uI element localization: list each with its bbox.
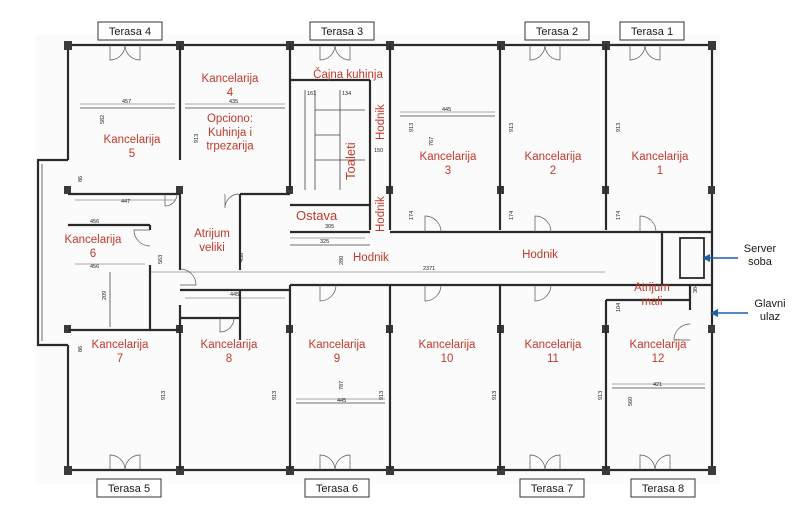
room-cajna-kuhinja: Čajna kuhinja xyxy=(313,68,383,81)
terrace-8-label: Terasa 8 xyxy=(642,483,684,495)
dim-456b: 456 xyxy=(90,264,99,270)
dim-913a: 913 xyxy=(194,134,200,143)
dim-913f: 913 xyxy=(272,391,278,400)
room-hodnik-small: Hodnik xyxy=(353,252,389,264)
terrace-3-label: Terasa 3 xyxy=(321,26,363,38)
room-hodnik-main: Hodnik xyxy=(522,249,558,261)
dim-2371: 2371 xyxy=(423,266,435,272)
room-hodnik-mid: Hodnik xyxy=(375,196,387,232)
dim-445c: 445 xyxy=(337,398,346,404)
dim-104: 104 xyxy=(616,303,622,312)
dim-280: 280 xyxy=(339,256,345,265)
dim-161: 161 xyxy=(307,91,316,97)
dim-913c: 913 xyxy=(509,123,515,132)
dim-134: 134 xyxy=(342,91,351,97)
dim-150: 150 xyxy=(374,148,383,154)
dim-445b: 445 xyxy=(230,292,239,298)
dim-325: 325 xyxy=(320,239,329,245)
dimension-labels: 457 435 445 161 134 150 447 456 456 325 … xyxy=(78,91,699,406)
dim-913e: 913 xyxy=(161,391,167,400)
room-toaleti: Toaleti xyxy=(343,142,358,180)
dim-447: 447 xyxy=(121,199,130,205)
terrace-labels: Terasa 1 Terasa 2 Terasa 3 Terasa 4 Tera… xyxy=(96,21,696,498)
dim-913g: 913 xyxy=(379,391,385,400)
dim-457: 457 xyxy=(122,99,131,105)
dim-450: 450 xyxy=(239,253,245,262)
dim-560: 560 xyxy=(628,397,634,406)
room-ostava: Ostava xyxy=(296,208,338,223)
dim-86a: 86 xyxy=(78,176,84,182)
dim-174c: 174 xyxy=(616,211,622,220)
dim-913h: 913 xyxy=(492,391,498,400)
dim-913i: 913 xyxy=(598,391,604,400)
dim-787: 787 xyxy=(339,381,345,390)
dim-582: 582 xyxy=(100,115,106,124)
dim-913b: 913 xyxy=(409,123,415,132)
terrace-4-label: Terasa 4 xyxy=(109,26,151,38)
dim-174b: 174 xyxy=(509,211,515,220)
dim-209: 209 xyxy=(102,291,108,300)
dim-913d: 913 xyxy=(616,123,622,132)
dim-421: 421 xyxy=(653,382,662,388)
terrace-6-label: Terasa 6 xyxy=(316,483,358,495)
terrace-7-label: Terasa 7 xyxy=(531,483,573,495)
interior-walls xyxy=(68,45,712,470)
dim-767: 767 xyxy=(429,137,435,146)
terrace-2-label: Terasa 2 xyxy=(536,26,578,38)
dim-384: 384 xyxy=(693,284,699,293)
terrace-5-label: Terasa 5 xyxy=(108,483,150,495)
doors xyxy=(109,44,691,471)
dim-563: 563 xyxy=(158,255,164,264)
dim-456a: 456 xyxy=(90,219,99,225)
server-arrow-icon xyxy=(702,254,738,262)
dim-305: 305 xyxy=(325,224,334,230)
dimension-lines xyxy=(75,103,705,400)
dim-174a: 174 xyxy=(409,211,415,220)
room-hodnik-top: Hodnik xyxy=(375,104,387,140)
dim-86b: 86 xyxy=(78,346,84,352)
entrance-arrow-icon xyxy=(710,309,748,317)
terrace-1-label: Terasa 1 xyxy=(631,26,673,38)
dim-445a: 445 xyxy=(442,107,451,113)
dim-435: 435 xyxy=(229,99,238,105)
